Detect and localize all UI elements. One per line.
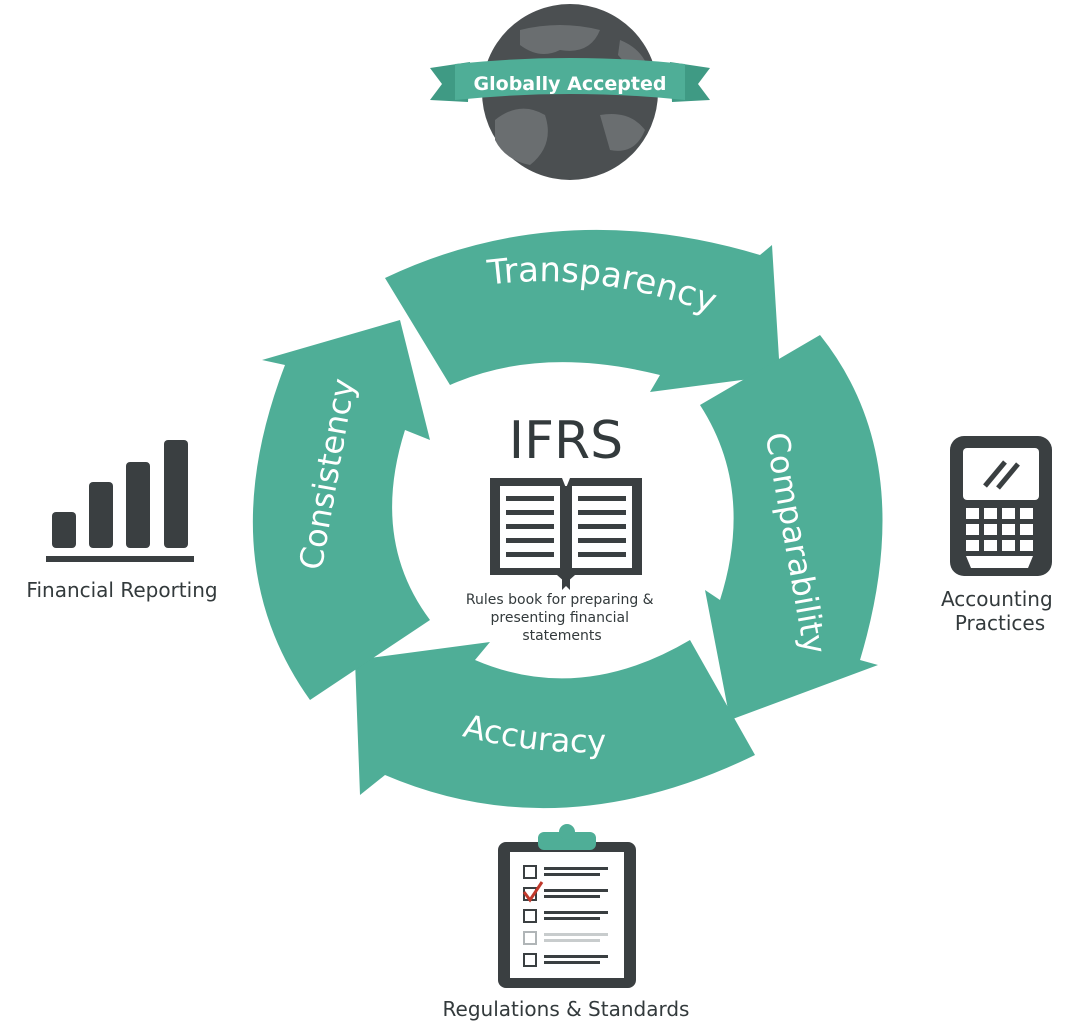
clipboard-checklist-icon [498,824,636,988]
calculator-icon [950,436,1052,576]
accuracy-arrow [355,640,755,809]
consistency-arrow [252,320,430,700]
transparency-arrow [385,229,780,392]
accounting-practices-label: Accounting Practices [941,587,1059,635]
financial-reporting-label: Financial Reporting [26,578,217,602]
cycle-arrows [252,229,883,809]
open-book-icon [490,478,642,590]
regulations-standards-label: Regulations & Standards [443,997,690,1021]
comparability-arrow [700,335,883,720]
bar-chart-icon [46,440,194,562]
globally-accepted-label: Globally Accepted [474,73,667,95]
ifrs-title: IFRS [509,411,623,471]
ifrs-description: Rules book for preparing & presenting fi… [466,592,658,644]
globally-accepted-banner: Globally Accepted [430,58,710,102]
